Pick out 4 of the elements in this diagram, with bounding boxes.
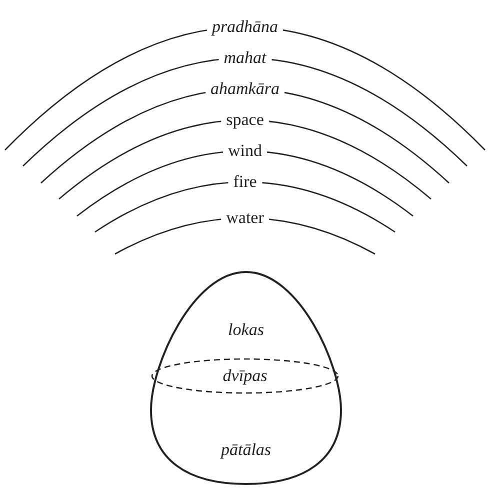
region-label: dvīpas	[222, 366, 268, 386]
region-label: lokas	[227, 320, 265, 340]
region-label: pātālas	[219, 440, 272, 460]
band-label: pradhāna	[206, 17, 284, 37]
